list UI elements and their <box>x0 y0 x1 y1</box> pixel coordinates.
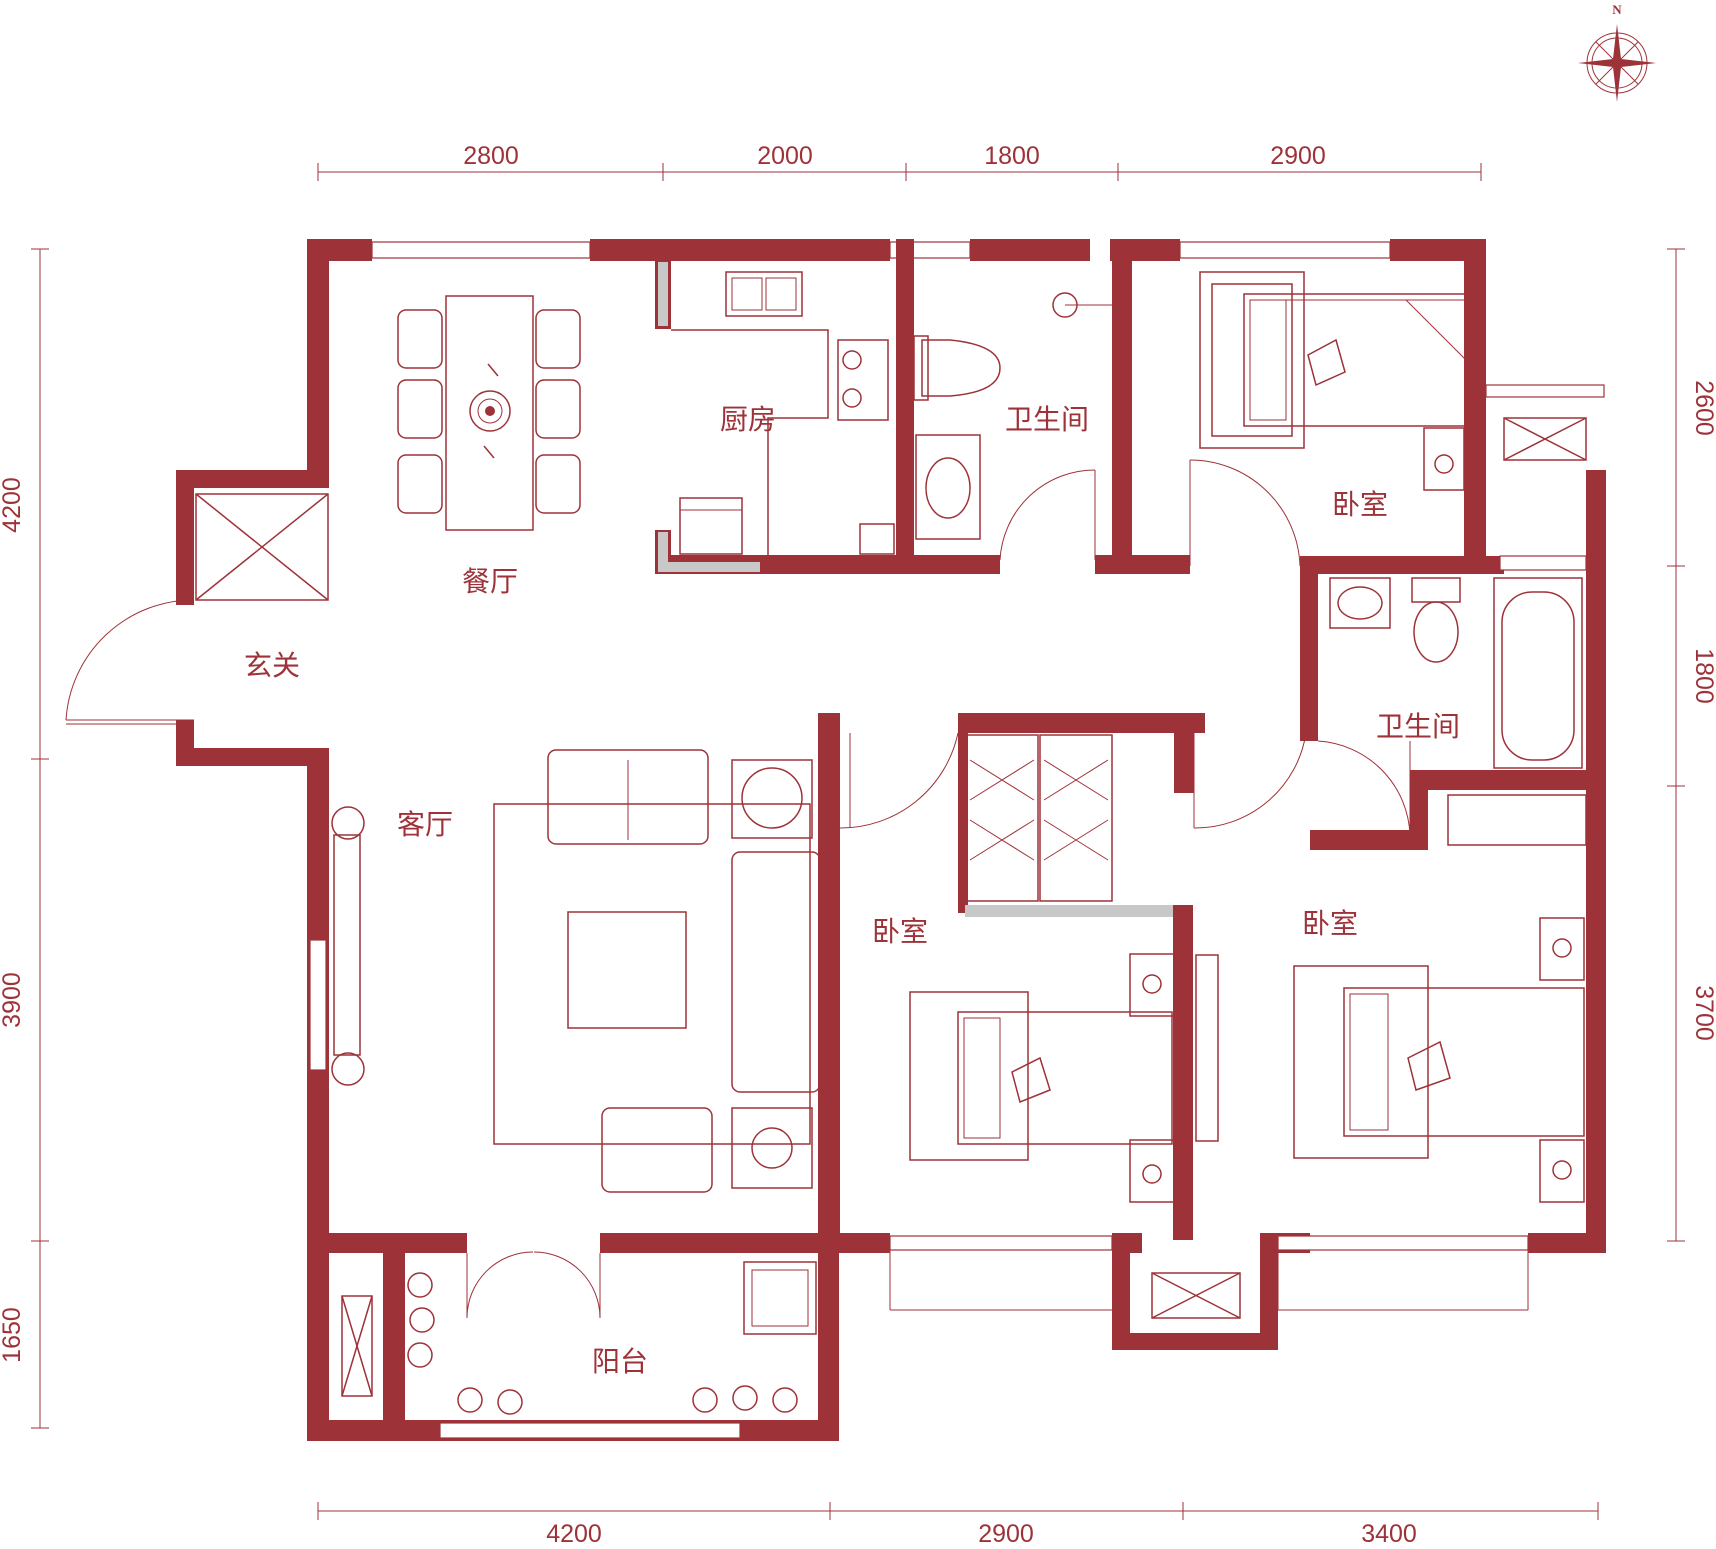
room-label-living: 客厅 <box>397 808 453 841</box>
dim-left-1: 4200 <box>0 477 26 533</box>
room-label-bedroom-mid: 卧室 <box>872 915 928 948</box>
dining-table <box>397 295 581 531</box>
room-label-bedroom-ne: 卧室 <box>1332 488 1388 521</box>
room-label-balcony: 阳台 <box>592 1345 648 1378</box>
plant-icon <box>407 1272 798 1415</box>
bedroom-ne-furniture <box>1199 271 1467 491</box>
dimension-lines <box>31 163 1685 1520</box>
living-furniture <box>331 749 821 1193</box>
room-label-bath-top: 卫生间 <box>1005 403 1089 436</box>
dim-top-1: 2800 <box>463 142 519 170</box>
dim-left-2: 3900 <box>0 972 26 1028</box>
dim-bottom-2: 2900 <box>978 1520 1034 1548</box>
room-label-kitchen: 厨房 <box>720 403 776 436</box>
room-label-dining: 餐厅 <box>462 565 518 598</box>
shafts <box>195 417 1587 1397</box>
bath-top-fixtures <box>913 292 1112 540</box>
dim-bottom-3: 3400 <box>1361 1520 1417 1548</box>
dim-top-3: 1800 <box>984 142 1040 170</box>
compass-rose-icon <box>1578 24 1656 102</box>
dim-top-2: 2000 <box>757 142 813 170</box>
walls <box>65 239 1606 1441</box>
bath-right-fixtures <box>1329 577 1587 846</box>
dim-right-1: 2600 <box>1690 380 1716 436</box>
bedroom-se-furniture <box>1195 917 1585 1203</box>
dim-bottom-1: 4200 <box>546 1520 602 1548</box>
flower-icon <box>469 390 511 432</box>
kitchen-fixtures <box>671 271 895 555</box>
dim-left-3: 1650 <box>0 1307 26 1363</box>
north-label: N <box>1612 2 1622 17</box>
dim-right-2: 1800 <box>1690 648 1716 704</box>
room-label-foyer: 玄关 <box>244 649 300 682</box>
dim-top-4: 2900 <box>1270 142 1326 170</box>
room-label-bath-right: 卫生间 <box>1376 710 1460 743</box>
room-label-bedroom-se: 卧室 <box>1302 907 1358 940</box>
bedroom-mid-furniture <box>909 734 1175 1203</box>
balcony-furniture <box>407 1261 817 1415</box>
dim-right-3: 3700 <box>1690 985 1716 1041</box>
compass: N <box>1578 2 1656 102</box>
